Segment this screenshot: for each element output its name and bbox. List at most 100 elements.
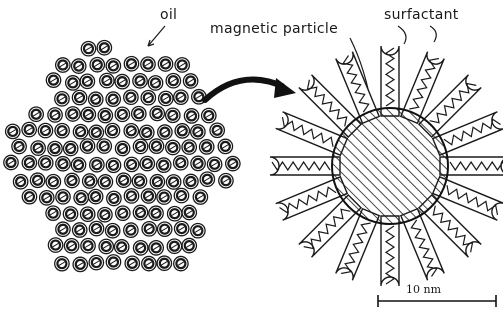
scale-bar-label: 10 nm [406,284,441,295]
coated-particle [22,189,36,203]
coated-particle [141,57,155,71]
coated-particle [63,141,77,155]
coated-particle [124,223,138,237]
coated-particle [191,156,205,170]
coated-particle [66,76,80,90]
coated-particle [150,106,164,120]
coated-particle [210,123,224,137]
coated-particle [141,189,155,203]
coated-particle [73,223,87,237]
coated-particle [115,107,129,121]
coated-particle [157,190,171,204]
coated-particle [89,255,103,269]
coated-particle [132,174,146,188]
coated-particle [63,207,77,221]
coated-particle [55,256,69,270]
coated-particle [166,73,180,87]
coated-particle [48,141,62,155]
coated-particle [73,257,87,271]
coated-particle [114,240,128,254]
coated-particle [158,57,172,71]
coated-particle [167,239,181,253]
coated-particle [105,123,119,137]
coated-particle [74,190,88,204]
coated-particle [46,73,60,87]
curved-arrow-icon [205,80,282,100]
coated-particle [116,206,130,220]
coated-particle [88,189,102,203]
coated-particle [174,156,188,170]
coated-particle [140,125,154,139]
coated-particle [13,175,27,189]
coated-particle [175,124,189,138]
coated-particle [72,90,86,104]
coated-particle [55,123,69,137]
surfactant-leader-line-a [398,26,406,44]
coated-particle [80,139,94,153]
curved-arrow-head [274,78,296,98]
coated-particle [125,256,139,270]
coated-particle [12,139,26,153]
coated-particle [105,224,119,238]
coated-particle [158,222,172,236]
coated-particle [174,90,188,104]
coated-particle [124,124,138,138]
surfactant-leader-line-b [430,26,436,42]
coated-particle [202,108,216,122]
coated-particle [97,41,111,55]
surfactant-molecule [270,157,340,175]
coated-particle [106,59,120,73]
coated-particle [182,238,196,252]
coated-particle [158,125,172,139]
coated-particle [183,74,197,88]
coated-particle [40,191,54,205]
coated-particle [56,58,70,72]
coated-particle [39,156,53,170]
coated-particle [56,190,70,204]
coated-particle [166,140,180,154]
coated-particle [66,107,80,121]
coated-particle [48,238,62,252]
coated-particle [46,174,60,188]
coated-particle [166,108,180,122]
coated-particle [56,222,70,236]
coated-particle [106,255,120,269]
coated-particle [150,175,164,189]
coated-particle [46,206,60,220]
coated-particle [22,156,36,170]
oil-label: oil [160,8,177,22]
coated-particle [191,125,205,139]
coated-particle [174,256,188,270]
magnetic-particle-label: magnetic particle [210,22,338,36]
coated-particle [97,139,111,153]
coated-particle [219,173,233,187]
coated-particle [80,74,94,88]
coated-particle [133,74,147,88]
coated-particle [89,221,103,235]
coated-particle [124,157,138,171]
coated-particle [31,141,45,155]
surfactant-molecule [381,46,399,116]
coated-particle [81,41,95,55]
coated-particle [106,158,120,172]
coated-particle [133,205,147,219]
coated-particle [72,59,86,73]
coated-particle [175,58,189,72]
coated-particle [124,57,138,71]
coated-particle [30,173,44,187]
coated-particle [115,74,129,88]
coated-particle [148,76,162,90]
coated-particle [81,107,95,121]
scale-bar [378,295,496,307]
coated-particle [71,158,85,172]
coated-particle [106,92,120,106]
coated-particle [133,139,147,153]
surfactant-label: surfactant [384,8,459,22]
coated-particle [83,174,97,188]
coated-particle [226,156,240,170]
oil-leader-line [148,26,165,46]
coated-particle [22,122,36,136]
coated-particle [98,108,112,122]
coated-particle [141,91,155,105]
